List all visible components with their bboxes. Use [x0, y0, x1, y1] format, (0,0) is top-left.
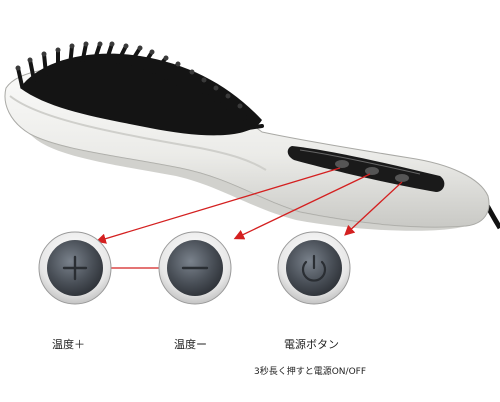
temp-down-label: 温度ー [174, 338, 207, 351]
plus-icon [62, 255, 88, 281]
power-button-closeup [277, 231, 351, 305]
panel-button-power [395, 174, 409, 182]
panel-button-plus [335, 160, 349, 168]
temp-up-button-closeup [38, 231, 112, 305]
temp-down-button-closeup [158, 231, 232, 305]
callout-arrows [95, 167, 403, 269]
bristles [15, 41, 264, 136]
arrow-to-temp-up [95, 167, 341, 244]
arrow-to-temp-down [233, 173, 371, 240]
control-panel [287, 146, 445, 192]
panel-button-minus [365, 167, 379, 175]
arrow-to-power [344, 181, 403, 236]
power-hint-label: 3秒長く押すと電源ON/OFF [254, 367, 367, 377]
power-icon [301, 254, 327, 282]
power-button-label: 電源ボタン [284, 338, 339, 351]
temp-up-label: 温度＋ [52, 338, 85, 351]
